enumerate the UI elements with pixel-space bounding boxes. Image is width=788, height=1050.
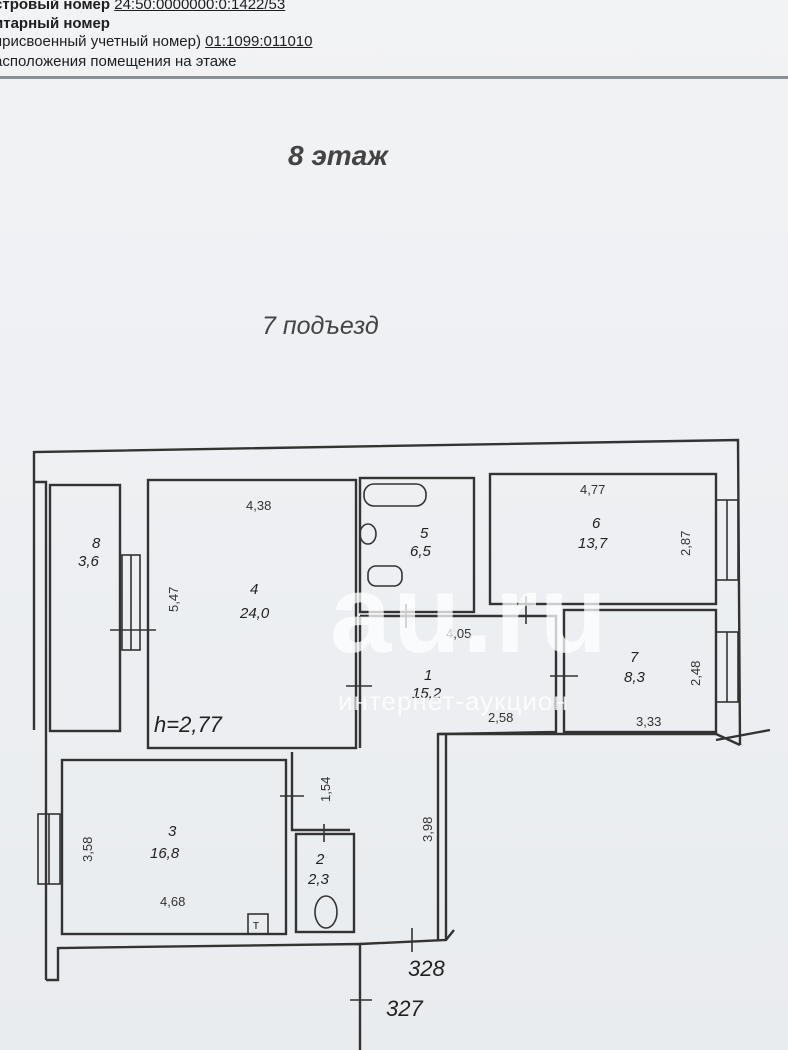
room-3-number: 3 [168, 823, 177, 840]
room-6-area: 13,7 [578, 535, 608, 552]
toilet-icon-room-2 [314, 895, 338, 929]
heater-symbol: т [253, 917, 259, 932]
room-2-number: 2 [315, 851, 325, 868]
corridor-lower [290, 752, 350, 832]
outer-wall-right-end [715, 728, 771, 742]
room-5-number: 5 [420, 525, 429, 542]
windows [37, 499, 739, 885]
room-2-outline [294, 832, 356, 934]
room-2-area: 2,3 [307, 871, 330, 888]
entry-wall [359, 929, 455, 946]
document-header: стровый номер 24:50:0000000:0:1422/53 ит… [0, 0, 788, 80]
dim-2-58: 2,58 [488, 710, 513, 725]
room-7-area: 8,3 [624, 669, 646, 686]
dim-2-48: 2,48 [688, 661, 703, 686]
apartment-328-label: 328 [408, 956, 445, 981]
dim-5-47: 5,47 [166, 587, 181, 612]
room-4-outline [146, 478, 358, 750]
room-5-area: 6,5 [410, 543, 432, 560]
room-3-area: 16,8 [150, 845, 180, 862]
dim-3-58: 3,58 [80, 837, 95, 862]
room-1-number: 1 [424, 667, 432, 684]
sink-icon [359, 523, 377, 545]
heater-box [247, 913, 269, 935]
outer-wall-top [32, 438, 742, 746]
room-1-area: 15,2 [412, 685, 442, 702]
entrance-label: 7 подъезд [262, 312, 379, 340]
assigned-label: присвоенный учетный номер) [0, 33, 201, 50]
room-4-area: 24,0 [239, 605, 270, 622]
cadastral-number-line: стровый номер 24:50:0000000:0:1422/53 [0, 0, 285, 13]
cadastral-value: 24:50:0000000:0:1422/53 [114, 0, 286, 13]
dim-4-38: 4,38 [246, 498, 271, 513]
outer-wall-left [34, 480, 48, 980]
assigned-number-line: присвоенный учетный номер) 01:1099:01101… [0, 33, 313, 50]
assigned-value: 01:1099:011010 [205, 33, 313, 50]
cadastral-label: стровый номер [0, 0, 111, 13]
room-1-outline [360, 614, 558, 940]
dim-3-33: 3,33 [636, 714, 661, 729]
room-8-number: 8 [92, 535, 101, 552]
location-line: асположения помещения на этаже [0, 53, 237, 70]
outer-wall-bottom [46, 942, 362, 1050]
room-8-outline [48, 483, 122, 733]
apartment-327-label: 327 [386, 996, 423, 1021]
bathtub-icon [363, 483, 427, 507]
inventory-label: итарный номер [0, 15, 110, 32]
room-6-number: 6 [592, 515, 601, 532]
dim-3-98: 3,98 [420, 817, 435, 842]
room-8-area: 3,6 [78, 553, 100, 570]
ceiling-height: h=2,77 [154, 712, 223, 737]
inventory-number-line: итарный номер [0, 15, 110, 32]
toilet-icon-room-5 [367, 565, 403, 587]
dim-4-68: 4,68 [160, 894, 185, 909]
door-marks [110, 596, 578, 1001]
fixtures [247, 483, 427, 935]
dim-1-54: 1,54 [318, 777, 333, 802]
dim-4-05: 4,05 [446, 626, 471, 641]
room-4-number: 4 [250, 581, 258, 598]
walls [32, 438, 771, 1050]
room-7-bottom-wall [438, 732, 741, 747]
room-7-number: 7 [630, 649, 639, 666]
watermark-logo: au.ru [330, 553, 609, 676]
location-label: асположения помещения на этаже [0, 53, 237, 70]
watermark-tagline: интернет-аукцион [338, 686, 569, 716]
header-divider [0, 76, 788, 79]
dim-4-77: 4,77 [580, 482, 605, 497]
room-5-outline [358, 476, 476, 614]
floor-title: 8 этаж [288, 140, 388, 171]
dim-2-87: 2,87 [678, 531, 693, 556]
room-3-outline [60, 758, 288, 936]
